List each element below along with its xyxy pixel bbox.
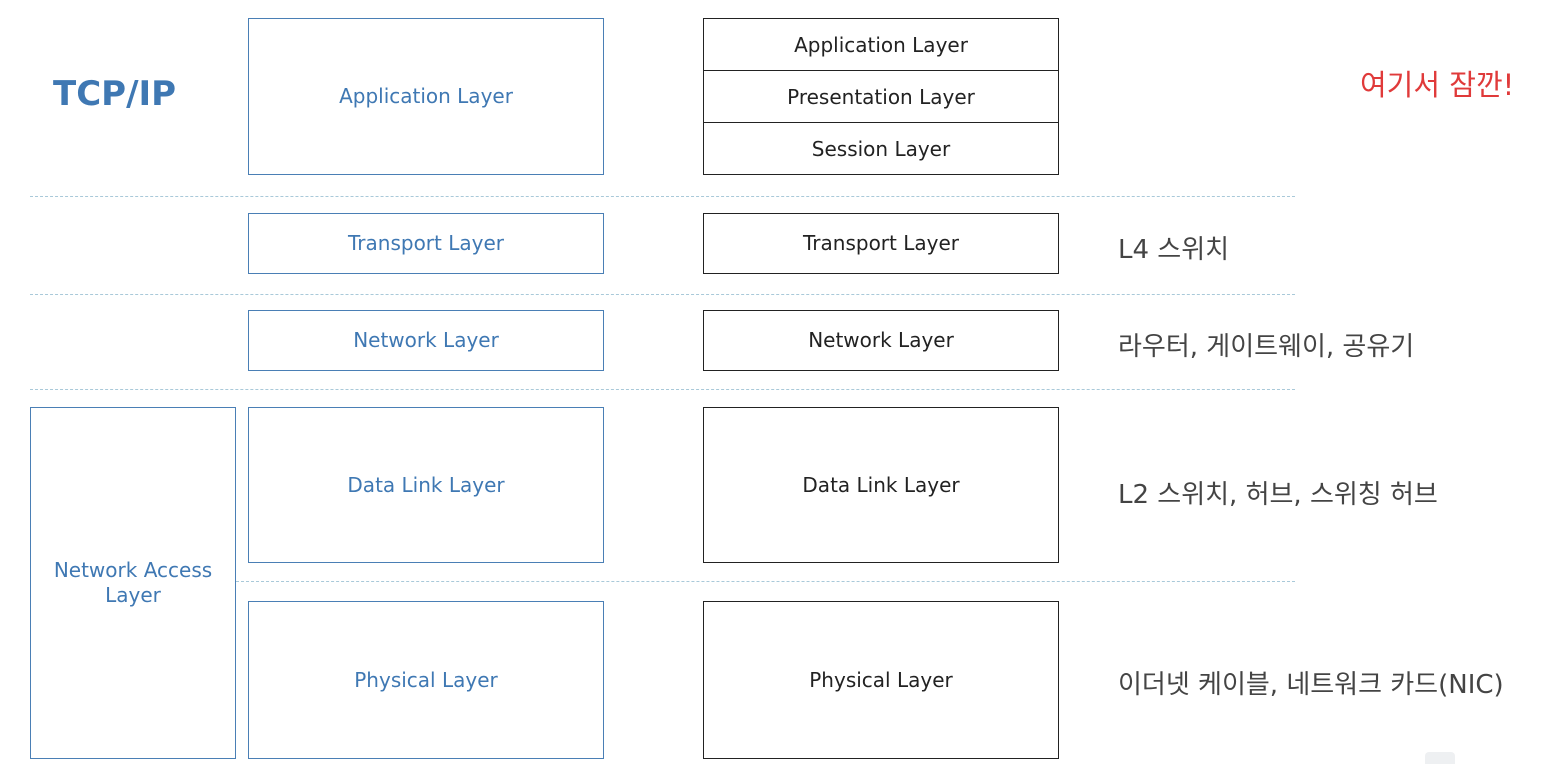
layer-divider: [30, 196, 1295, 197]
corner-overlay: [1425, 752, 1455, 764]
osi-session-layer: Session Layer: [811, 136, 951, 161]
osi-presentation-layer: Presentation Layer: [704, 71, 1058, 123]
layer-divider: [30, 389, 1295, 390]
osi-transport-layer: Transport Layer: [703, 213, 1059, 274]
layer-divider: [30, 294, 1295, 295]
tcpip-network-access-layer: Network Access Layer: [30, 407, 236, 759]
device-transport: L4 스위치: [1118, 235, 1230, 265]
osi-application-layer: Application Layer: [704, 19, 1058, 71]
tcpip-physical-layer: Physical Layer: [248, 601, 604, 759]
device-data-link: L2 스위치, 허브, 스위칭 허브: [1118, 480, 1438, 510]
note-text: 여기서 잠깐!: [1360, 68, 1515, 102]
tcpip-network-layer: Network Layer: [248, 310, 604, 371]
device-physical: 이더넷 케이블, 네트워크 카드(NIC): [1118, 670, 1504, 700]
tcpip-data-link-layer: Data Link Layer: [248, 407, 604, 563]
tcpip-network-access-label: Network Access Layer: [53, 558, 213, 607]
osi-physical-layer: Physical Layer: [703, 601, 1059, 759]
osi-upper-layers: Application Layer Presentation Layer Ses…: [703, 18, 1059, 175]
osi-data-link-layer: Data Link Layer: [703, 407, 1059, 563]
tcpip-transport-layer: Transport Layer: [248, 213, 604, 274]
layer-divider: [236, 581, 1295, 582]
tcpip-application-layer: Application Layer: [248, 18, 604, 175]
diagram-title: TCP/IP: [53, 74, 177, 114]
osi-network-layer: Network Layer: [703, 310, 1059, 371]
device-network: 라우터, 게이트웨이, 공유기: [1118, 332, 1415, 362]
